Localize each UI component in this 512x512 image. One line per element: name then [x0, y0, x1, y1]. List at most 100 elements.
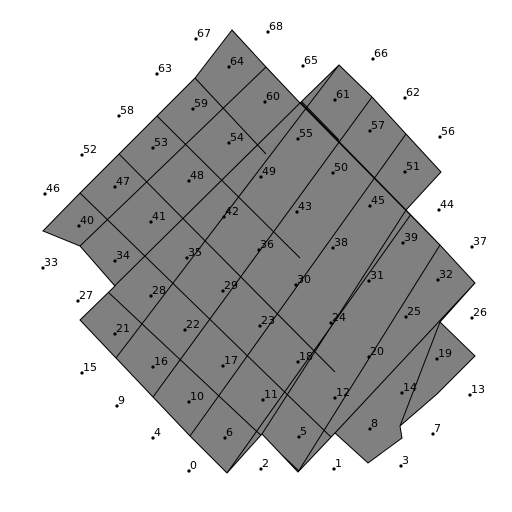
- inner-node-label: 32: [439, 268, 453, 281]
- inner-node-dot: [367, 279, 371, 283]
- outer-node-label: 3: [402, 454, 409, 467]
- inner-node-label: 24: [332, 311, 346, 324]
- inner-node-label: 34: [116, 249, 130, 262]
- outer-node-label: 65: [304, 54, 318, 67]
- mesh-edge: [189, 133, 407, 437]
- inner-node-dot: [187, 179, 191, 183]
- inner-node-dot: [113, 185, 117, 189]
- outer-node-label: 1: [335, 457, 342, 470]
- outer-node-dot: [187, 469, 191, 473]
- inner-node-dot: [221, 289, 225, 293]
- mesh-edge: [79, 66, 267, 247]
- inner-node-label: 51: [406, 160, 420, 173]
- outer-node-dot: [301, 64, 305, 68]
- inner-node-dot: [296, 137, 300, 141]
- inner-node-label: 11: [264, 388, 278, 401]
- inner-node-label: 50: [334, 161, 348, 174]
- outer-node-label: 27: [79, 289, 93, 302]
- outer-node-label: 15: [83, 361, 97, 374]
- outer-node-dot: [115, 404, 119, 408]
- outer-node-dot: [43, 192, 47, 196]
- inner-node-label: 47: [116, 175, 130, 188]
- inner-node-label: 36: [260, 238, 274, 251]
- inner-node-label: 53: [154, 136, 168, 149]
- outer-node-dot: [403, 96, 407, 100]
- inner-node-dot: [77, 224, 81, 228]
- inner-node-label: 35: [188, 246, 202, 259]
- inner-node-label: 25: [407, 305, 421, 318]
- outer-node-dot: [194, 37, 198, 41]
- outer-node-label: 56: [441, 125, 455, 138]
- inner-node-label: 48: [190, 169, 204, 182]
- outer-node-dot: [470, 316, 474, 320]
- outer-node-label: 0: [190, 459, 197, 472]
- inner-node-dot: [403, 170, 407, 174]
- mesh-edge: [156, 115, 301, 259]
- inner-node-dot: [149, 294, 153, 298]
- inner-node-label: 20: [370, 345, 384, 358]
- inner-node-dot: [113, 259, 117, 263]
- outer-node-dot: [371, 57, 375, 61]
- inner-node-dot: [227, 65, 231, 69]
- outer-node-dot: [259, 467, 263, 471]
- inner-node-dot: [151, 146, 155, 150]
- outer-node-label: 44: [440, 198, 454, 211]
- outer-node-label: 13: [471, 383, 485, 396]
- inner-node-dot: [149, 220, 153, 224]
- outer-node-dot: [76, 299, 80, 303]
- inner-node-dot: [222, 215, 226, 219]
- outer-node-dot: [468, 393, 472, 397]
- inner-node-dot: [401, 241, 405, 245]
- outer-node-dot: [80, 371, 84, 375]
- outer-node-label: 9: [118, 394, 125, 407]
- inner-node-label: 43: [298, 200, 312, 213]
- inner-node-dot: [191, 107, 195, 111]
- inner-node-label: 64: [230, 55, 244, 68]
- outer-node-dot: [332, 467, 336, 471]
- outer-node-dot: [470, 245, 474, 249]
- inner-node-dot: [368, 204, 372, 208]
- inner-node-dot: [187, 400, 191, 404]
- inner-node-dot: [297, 435, 301, 439]
- inner-node-label: 55: [299, 127, 313, 140]
- inner-node-dot: [367, 355, 371, 359]
- inner-node-label: 23: [261, 314, 275, 327]
- inner-node-label: 16: [154, 355, 168, 368]
- inner-node-dot: [223, 436, 227, 440]
- inner-node-dot: [221, 364, 225, 368]
- inner-node-label: 30: [297, 273, 311, 286]
- inner-node-label: 19: [438, 347, 452, 360]
- outer-node-dot: [117, 114, 121, 118]
- inner-node-dot: [227, 141, 231, 145]
- inner-node-label: 8: [371, 417, 378, 430]
- outer-node-dot: [431, 432, 435, 436]
- inner-node-label: 22: [186, 318, 200, 331]
- outer-node-dot: [437, 208, 441, 212]
- inner-node-label: 12: [336, 386, 350, 399]
- inner-node-label: 18: [299, 350, 313, 363]
- outer-node-label: 66: [374, 47, 388, 60]
- mesh-edge: [261, 209, 407, 435]
- inner-node-dot: [183, 328, 187, 332]
- outer-node-dot: [151, 436, 155, 440]
- mesh-edge: [299, 102, 441, 246]
- inner-node-dot: [329, 321, 333, 325]
- outer-node-label: 26: [473, 306, 487, 319]
- outer-node-label: 63: [158, 62, 172, 75]
- inner-node-dot: [263, 100, 267, 104]
- outer-node-label: 67: [197, 27, 211, 40]
- outer-node-label: 2: [262, 457, 269, 470]
- inner-node-dot: [404, 315, 408, 319]
- outer-node-label: 58: [120, 104, 134, 117]
- mesh-edge: [118, 153, 336, 373]
- inner-node-label: 41: [152, 210, 166, 223]
- mesh-edge: [152, 96, 373, 398]
- inner-node-dot: [151, 365, 155, 369]
- outer-node-dot: [438, 135, 442, 139]
- inner-node-dot: [296, 360, 300, 364]
- inner-node-label: 60: [266, 90, 280, 103]
